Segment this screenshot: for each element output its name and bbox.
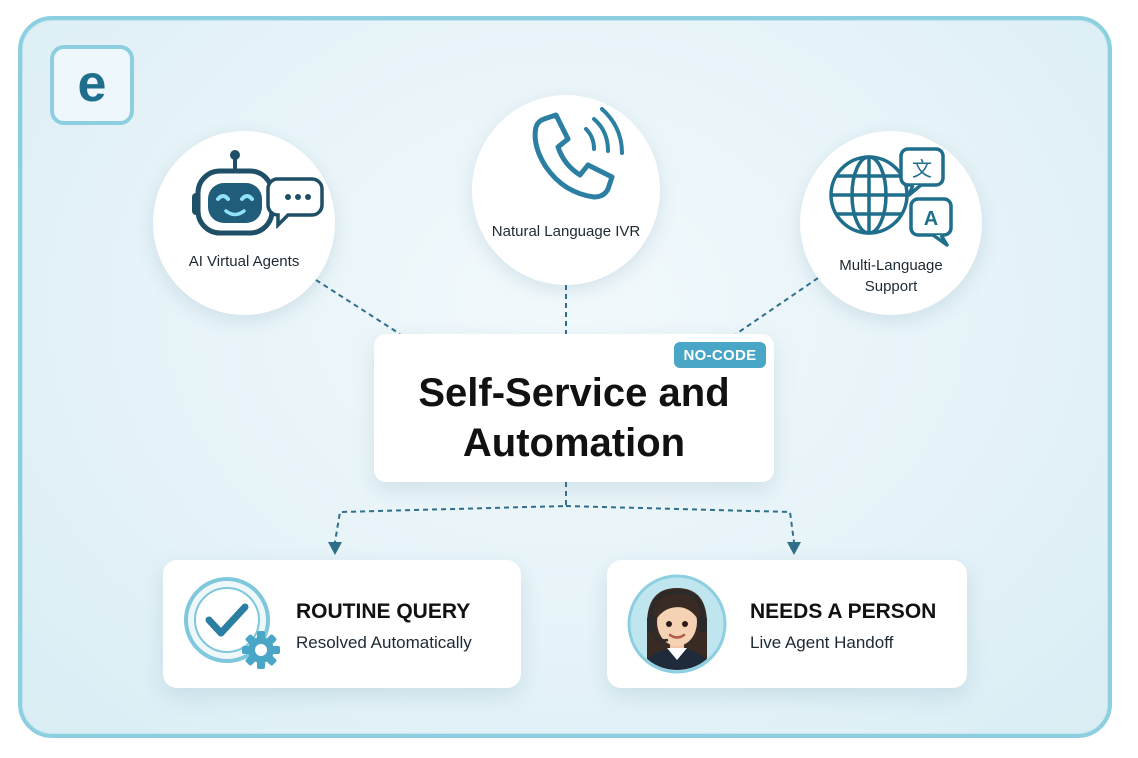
center-title: Self-Service and Automation [374, 368, 774, 468]
feature-label: Multi-Language Support [839, 257, 943, 295]
outcome-title: ROUTINE QUERY [296, 600, 471, 623]
outcome-subtitle: Resolved Automatically [296, 633, 472, 652]
phone-voice-icon [532, 107, 624, 200]
connector-bottom-left [334, 482, 567, 543]
outcome-routine-query: ROUTINE QUERY Resolved Automatically [163, 560, 521, 688]
feature-natural-language-ivr: Natural Language IVR [472, 95, 660, 285]
agent-avatar-icon [627, 574, 727, 674]
logo-e-icon: e [78, 57, 107, 113]
brand-logo: e [50, 45, 134, 125]
center-title-line-1: Self-Service and [418, 371, 730, 415]
arrowhead-right [787, 542, 801, 555]
connector-right [735, 277, 819, 335]
svg-text:e: e [78, 57, 107, 113]
no-code-badge: NO-CODE [674, 342, 766, 368]
check-gear-icon [184, 577, 280, 669]
feature-label: Natural Language IVR [491, 223, 641, 240]
svg-text:A: A [924, 208, 938, 230]
center-title-line-2: Automation [462, 421, 686, 465]
outcome-subtitle: Live Agent Handoff [750, 633, 894, 652]
central-concept-card: NO-CODE Self-Service and Automation [374, 334, 774, 482]
outcome-title: NEEDS A PERSON [750, 600, 937, 623]
robot-chat-icon [192, 150, 324, 236]
outcome-needs-a-person: NEEDS A PERSON Live Agent Handoff [607, 560, 967, 688]
globe-translate-icon: 文 A [829, 147, 953, 247]
feature-label: AI Virtual Agents [188, 253, 300, 270]
connector-bottom-right [565, 505, 795, 543]
feature-multi-language-support: 文 A Multi-Language Support [800, 131, 982, 315]
feature-ai-virtual-agents: AI Virtual Agents [153, 131, 335, 315]
connector-left [315, 279, 401, 335]
arrowhead-left [328, 542, 342, 555]
svg-text:文: 文 [912, 157, 932, 181]
